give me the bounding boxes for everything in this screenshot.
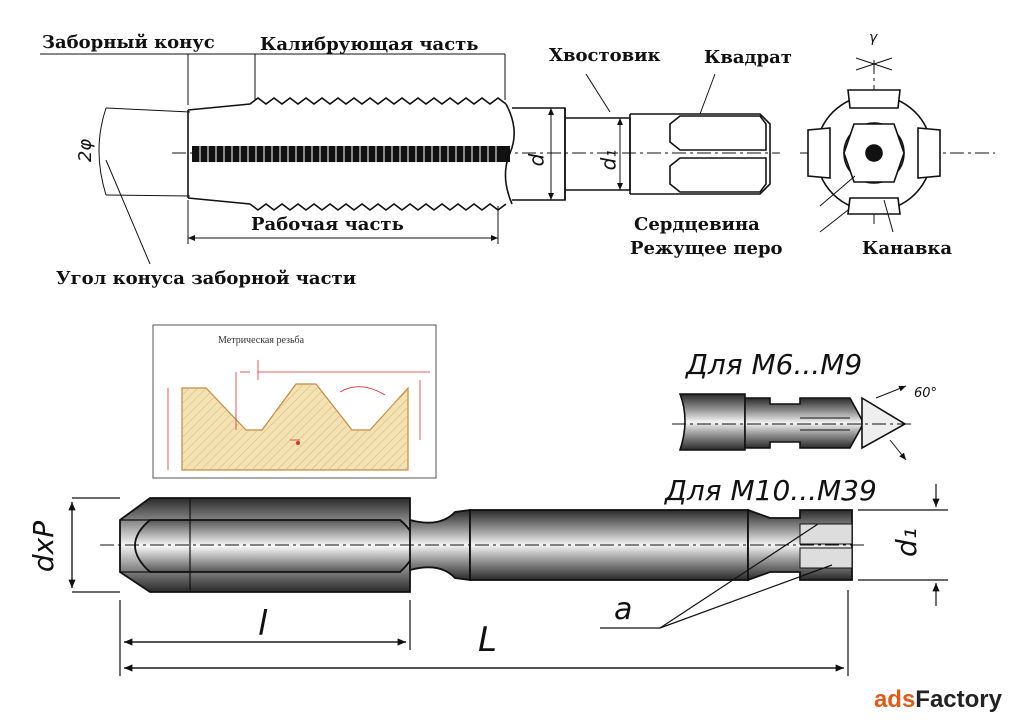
label-metric-thread: Метрическая резьба <box>218 335 305 346</box>
label-l-small: l <box>258 604 268 644</box>
label-for-m10-m39: Для М10...М39 <box>665 474 877 507</box>
top-thread-lower <box>187 197 507 211</box>
label-rabochaya: Рабочая часть <box>251 214 404 235</box>
label-kalibruyushchaya: Калибрующая часть <box>260 34 479 55</box>
label-a: a <box>614 592 633 627</box>
label-ugol-konusa: Угол конуса заборной части <box>56 268 357 289</box>
label-rezhushchee-pero: Режущее перо <box>630 238 783 259</box>
label-d-top: d <box>524 153 549 167</box>
top-square <box>630 113 771 195</box>
bottom-tap-body <box>119 497 853 593</box>
top-tap-view <box>172 97 780 211</box>
label-kanavka: Канавка <box>862 238 953 259</box>
label-gamma: γ <box>869 30 878 46</box>
label-kvadrat: Квадрат <box>704 47 792 68</box>
label-dxp: dxP <box>27 520 61 573</box>
label-zabornyi-konus: Заборный конус <box>42 32 215 53</box>
label-khvostovik: Хвостовик <box>549 45 661 66</box>
tap-cross-section <box>800 57 995 233</box>
label-d1-top: d₁ <box>596 149 621 171</box>
leader-kvadrat <box>699 73 716 115</box>
top-dimensions <box>40 53 716 265</box>
watermark-logo: adsFactory <box>874 686 1002 714</box>
label-serdtsevina: Сердцевина <box>634 214 760 235</box>
top-break-line <box>504 103 515 205</box>
leader-khvostovik <box>585 73 611 113</box>
small-tap-m6-m9 <box>678 393 907 451</box>
label-d1-bottom: d₁ <box>890 528 923 557</box>
label-angle-60: 60° <box>914 386 938 401</box>
watermark-part2: Factory <box>915 686 1002 713</box>
label-l-big: L <box>478 620 497 660</box>
bottom-dimensions <box>68 484 948 676</box>
watermark-part1: ads <box>873 686 916 713</box>
thread-profile-inset <box>152 324 437 479</box>
label-for-m6-m9: Для М6...М9 <box>686 348 863 381</box>
top-thread-upper <box>187 97 507 111</box>
label-2phi: 2φ <box>75 138 97 163</box>
